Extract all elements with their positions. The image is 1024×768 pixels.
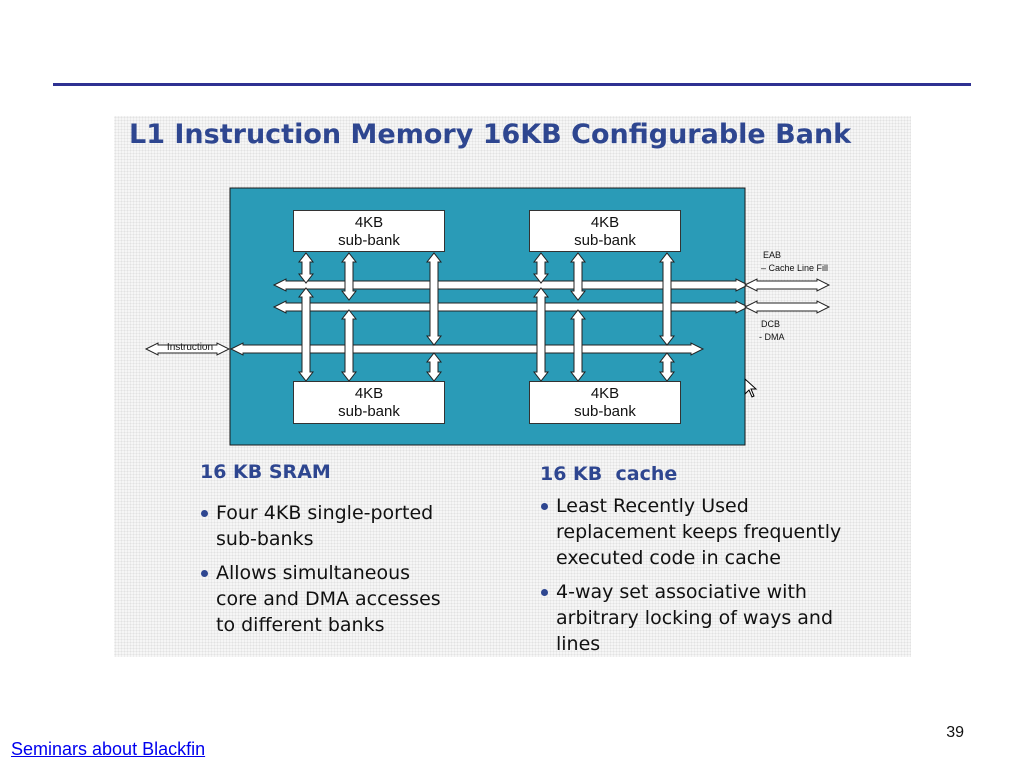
sram-bullet-1: Four 4KB single-ported sub-banks	[199, 500, 499, 552]
dcb-label: DCB	[761, 319, 781, 329]
cache-heading: 16 KB cache	[540, 463, 678, 485]
slide-number: 39	[946, 724, 964, 741]
dcb-port-arrow	[743, 300, 831, 314]
bus-arrow-dcb	[272, 300, 750, 314]
connector-tl-3	[425, 252, 443, 346]
connector-tr-1	[532, 252, 550, 284]
title-divider-line	[53, 83, 971, 86]
footer-link[interactable]: Seminars about Blackfin	[11, 739, 206, 759]
connector-tr-3	[658, 252, 676, 346]
connector-tr-2	[569, 252, 587, 301]
connector-tl-2	[340, 252, 358, 301]
dcb-sub-label: - DMA	[759, 332, 785, 342]
connector-tl-1	[297, 252, 315, 284]
sram-bullet-2: Allows simultaneous core and DMA accesse…	[199, 560, 499, 638]
slide-title: L1 Instruction Memory 16KB Configurable …	[129, 119, 852, 150]
sram-bullet-list: Four 4KB single-ported sub-banks Allows …	[199, 500, 499, 646]
eab-port-arrow	[743, 278, 831, 292]
cache-bullet-list: Least Recently Used replacement keeps fr…	[539, 493, 899, 665]
eab-sub-label: – Cache Line Fill	[761, 263, 829, 273]
mouse-cursor-icon	[744, 378, 758, 398]
sram-heading: 16 KB SRAM	[200, 461, 331, 483]
cache-bullet-1: Least Recently Used replacement keeps fr…	[539, 493, 899, 571]
cache-bullet-2: 4-way set associative with arbitrary loc…	[539, 579, 899, 657]
instruction-port-arrow	[144, 342, 231, 356]
instruction-port-label: Instruction	[166, 342, 214, 353]
eab-label: EAB	[763, 250, 782, 260]
